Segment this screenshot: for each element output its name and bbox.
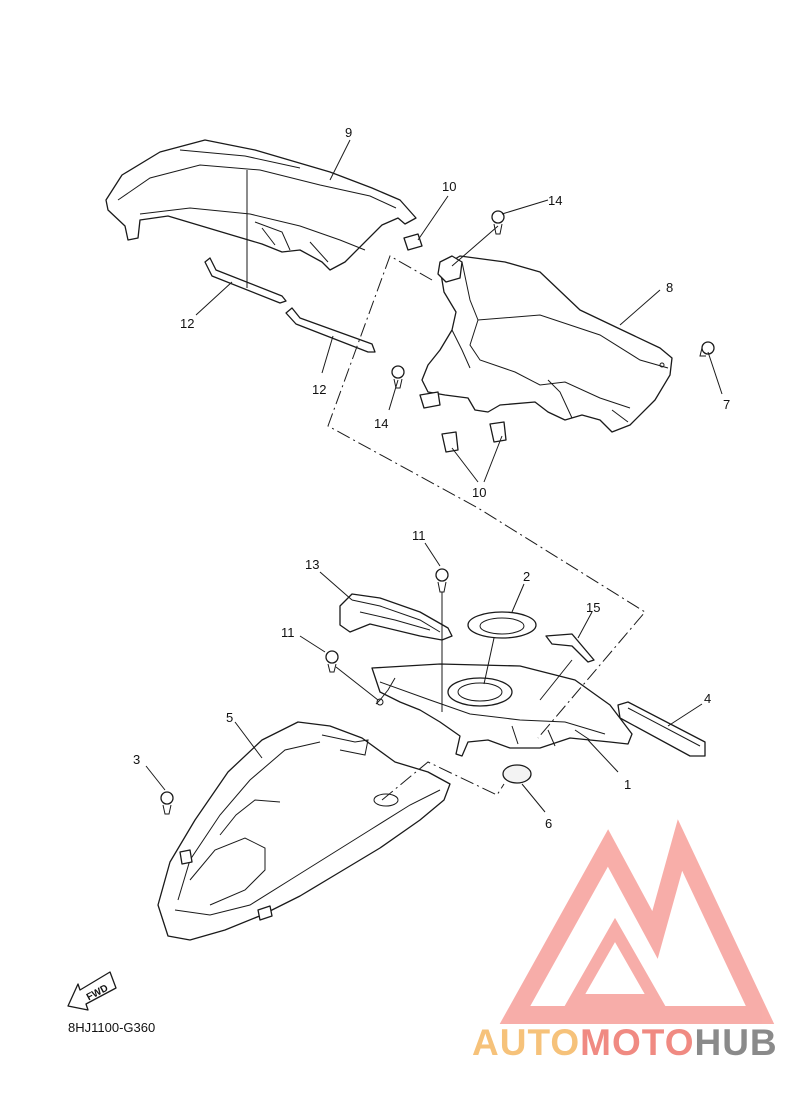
callout-5: 5 <box>226 710 233 725</box>
callout-7: 7 <box>723 397 730 412</box>
part-14-screw-a <box>491 210 505 235</box>
callout-14-bottom: 14 <box>374 416 388 431</box>
callout-10-top: 10 <box>442 179 456 194</box>
part-12-strip-a <box>204 257 287 304</box>
callout-3: 3 <box>133 752 140 767</box>
watermark-triangle-inner <box>564 917 666 1006</box>
callout-4: 4 <box>704 691 711 706</box>
callout-14-top: 14 <box>548 193 562 208</box>
part-9-side-cover <box>105 139 417 271</box>
part-11-screw-a <box>435 568 449 593</box>
part-11-screw-b <box>325 650 339 673</box>
part-6-cap <box>502 764 532 784</box>
part-5-front-cover <box>157 721 451 941</box>
assembly-lines <box>327 255 646 801</box>
callout-12-left: 12 <box>180 316 194 331</box>
part-2-grommet <box>467 611 537 639</box>
callout-8: 8 <box>666 280 673 295</box>
part-14-screw-b <box>391 365 405 389</box>
callout-2: 2 <box>523 569 530 584</box>
callout-9: 9 <box>345 125 352 140</box>
part-12-strip-b <box>285 307 376 353</box>
callout-6: 6 <box>545 816 552 831</box>
callout-labels: 9 10 14 8 12 12 7 14 10 11 13 2 15 11 4 … <box>133 125 730 831</box>
part-10-clip-c <box>489 421 507 443</box>
part-10-clip-d <box>419 391 441 409</box>
watermark-triangle-outer <box>499 819 775 1024</box>
callout-12-right: 12 <box>312 382 326 397</box>
callout-11-left: 11 <box>281 625 295 640</box>
watermark-text: AUTOMOTOHUB <box>472 1022 778 1063</box>
watermark-hub: HUB <box>694 1022 777 1063</box>
part-8-main-cover <box>421 255 673 433</box>
part-7-rivet <box>699 341 715 357</box>
part-10-clip-b <box>441 431 459 453</box>
part-13-cover <box>339 593 453 641</box>
part-1-inner-panel <box>371 663 633 757</box>
watermark-moto: MOTO <box>580 1022 694 1063</box>
diagram-code: 8HJ1100-G360 <box>68 1020 155 1035</box>
callout-15: 15 <box>586 600 600 615</box>
callout-10-bottom: 10 <box>472 485 486 500</box>
part-3-screw <box>160 791 174 815</box>
callout-13: 13 <box>305 557 319 572</box>
fwd-arrow-icon: FWD <box>67 971 117 1011</box>
watermark-auto: AUTO <box>472 1022 580 1063</box>
svg-text:AUTOMOTOHUB: AUTOMOTOHUB <box>472 1022 778 1063</box>
callout-11-top: 11 <box>412 528 426 543</box>
part-15-label <box>545 633 595 663</box>
part-10-clip-a <box>403 233 423 251</box>
leader-lines <box>145 139 723 813</box>
watermark-logo-icon <box>499 819 775 1024</box>
callout-1: 1 <box>624 777 631 792</box>
